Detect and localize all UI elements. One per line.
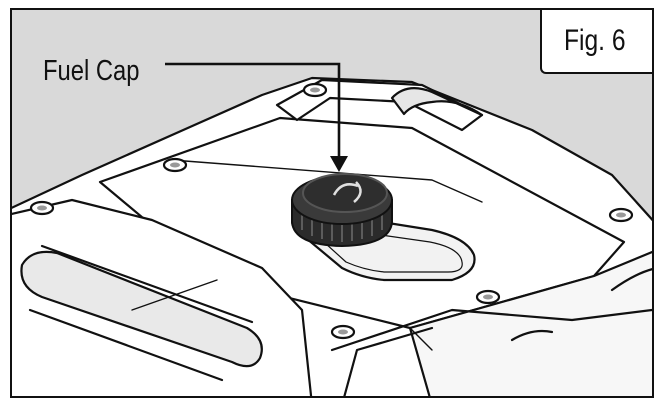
callout-leader-arrow [165, 62, 341, 158]
fuel-cap-callout-label: Fuel Cap [43, 55, 140, 87]
fuel-cap [291, 173, 393, 248]
arrowhead-icon [330, 156, 348, 172]
figure-frame: Fuel Cap Fig. 6 [10, 8, 654, 398]
figure-label-box: Fig. 6 [540, 10, 652, 74]
generator-top-illustration [12, 62, 652, 396]
right-side-panel [408, 250, 652, 396]
figure-number-label: Fig. 6 [564, 24, 626, 57]
